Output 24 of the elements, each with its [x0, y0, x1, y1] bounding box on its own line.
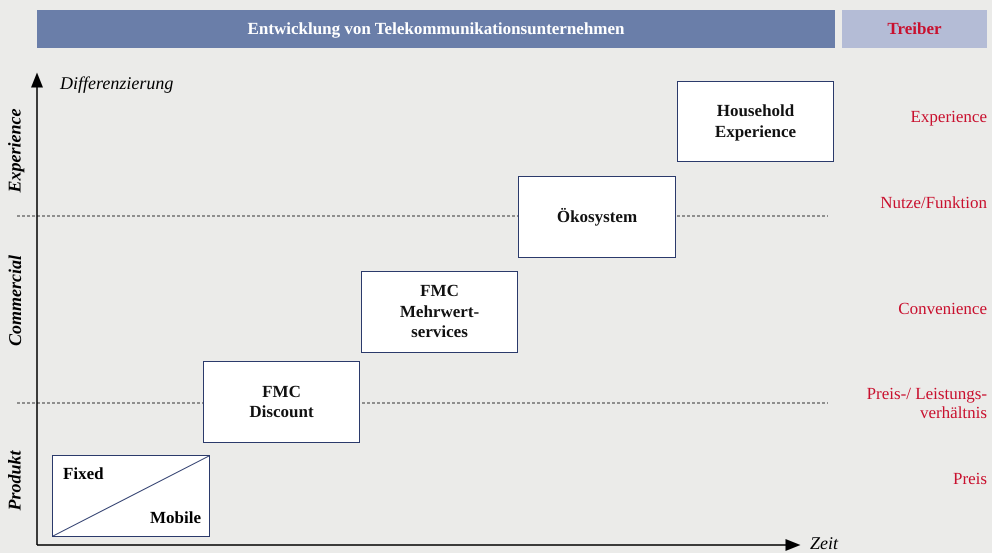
- axis-category-label: Experience: [4, 108, 26, 192]
- box-label: Fixed: [63, 464, 104, 484]
- axis-title: Zeit: [810, 533, 838, 553]
- header-title: Entwicklung von Telekommunikationsunternehmen: [248, 19, 624, 39]
- stage-box: [677, 81, 834, 162]
- box-label: FMC Discount: [248, 382, 315, 422]
- driver-label: Convenience: [898, 300, 987, 319]
- stage-box: [518, 176, 676, 258]
- header-bar: [842, 10, 987, 48]
- axis-title: Differenzierung: [60, 73, 174, 94]
- driver-label: Experience: [910, 108, 987, 127]
- header-title: Treiber: [887, 19, 942, 39]
- driver-label: Preis: [953, 470, 987, 489]
- box-label: FMC Mehrwert- services: [398, 281, 480, 343]
- header-bar: [37, 10, 835, 48]
- driver-label: Nutze/Funktion: [880, 194, 987, 213]
- box-label: Ökosystem: [556, 206, 638, 228]
- stage-box: [203, 361, 360, 443]
- box-label: Household Experience: [714, 101, 798, 142]
- stage-box: [361, 271, 518, 353]
- box-label: Mobile: [150, 508, 201, 528]
- driver-label: Preis-/ Leistungs- verhältnis: [866, 385, 987, 422]
- axis-category-label: Commercial: [4, 254, 26, 346]
- axis-category-label: Produkt: [4, 450, 26, 510]
